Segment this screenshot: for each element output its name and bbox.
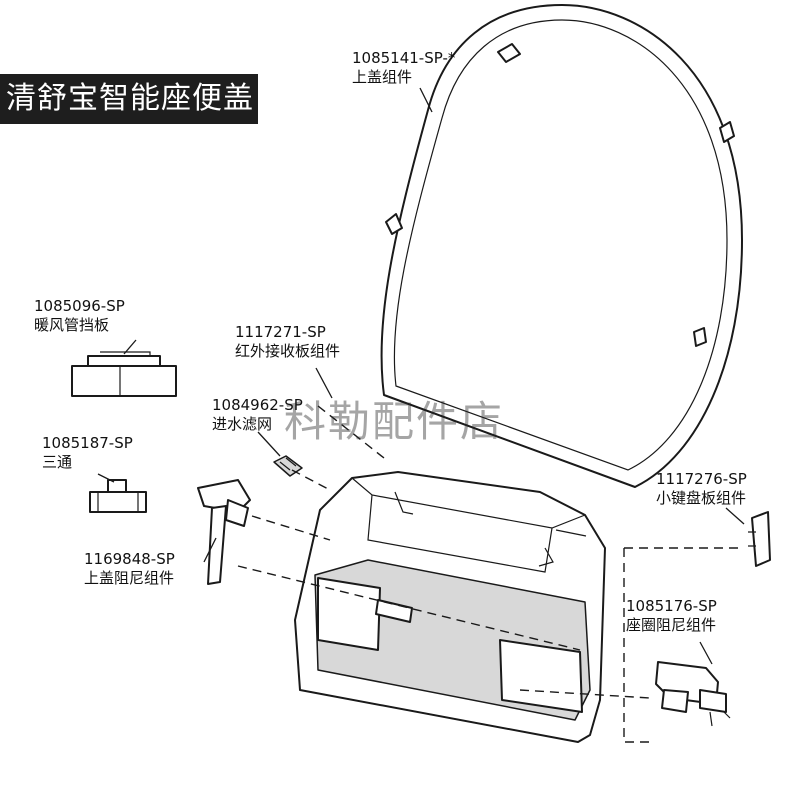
seat-body-drawing [294,471,606,743]
callout-ir-board: 1117271-SP 红外接收板组件 [235,323,340,361]
duct-baffle-drawing [71,351,177,397]
part-name: 上盖阻尼组件 [84,569,175,587]
part-code: 1085141-SP-* [352,49,456,67]
part-code: 1085096-SP [34,297,125,315]
upper-lid-drawing [380,4,743,488]
callout-duct-baffle: 1085096-SP 暖风管挡板 [34,297,125,335]
callout-upper-lid: 1085141-SP-* 上盖组件 [352,49,455,87]
part-name: 进水滤网 [212,415,273,433]
assembly-dashed-lines [237,405,740,743]
part-name: 上盖组件 [352,68,413,86]
seat-damper-drawing [655,661,731,727]
part-code: 1117271-SP [235,323,326,341]
callout-lid-damper: 1169848-SP 上盖阻尼组件 [84,550,175,588]
keypad-board-drawing [748,511,771,567]
callout-keypad-board: 1117276-SP 小键盘板组件 [656,470,747,508]
part-name: 暖风管挡板 [34,316,110,334]
callout-inlet-filter: 1084962-SP 进水滤网 [212,396,303,434]
part-code: 1085176-SP [626,597,717,615]
part-name: 三通 [42,453,73,471]
callout-tee: 1085187-SP 三通 [42,434,133,472]
callout-leaders [97,87,745,665]
part-code: 1117276-SP [656,470,747,488]
page-title: 清舒宝智能座便盖 [0,74,258,124]
lid-damper-drawing [197,479,251,585]
part-code: 1169848-SP [84,550,175,568]
part-code: 1085187-SP [42,434,133,452]
part-name: 座圈阻尼组件 [626,616,717,634]
callout-seat-damper: 1085176-SP 座圈阻尼组件 [626,597,717,635]
part-name: 红外接收板组件 [235,342,341,360]
part-name: 小键盘板组件 [656,489,747,507]
tee-fitting-drawing [89,479,147,513]
part-code: 1084962-SP [212,396,303,414]
